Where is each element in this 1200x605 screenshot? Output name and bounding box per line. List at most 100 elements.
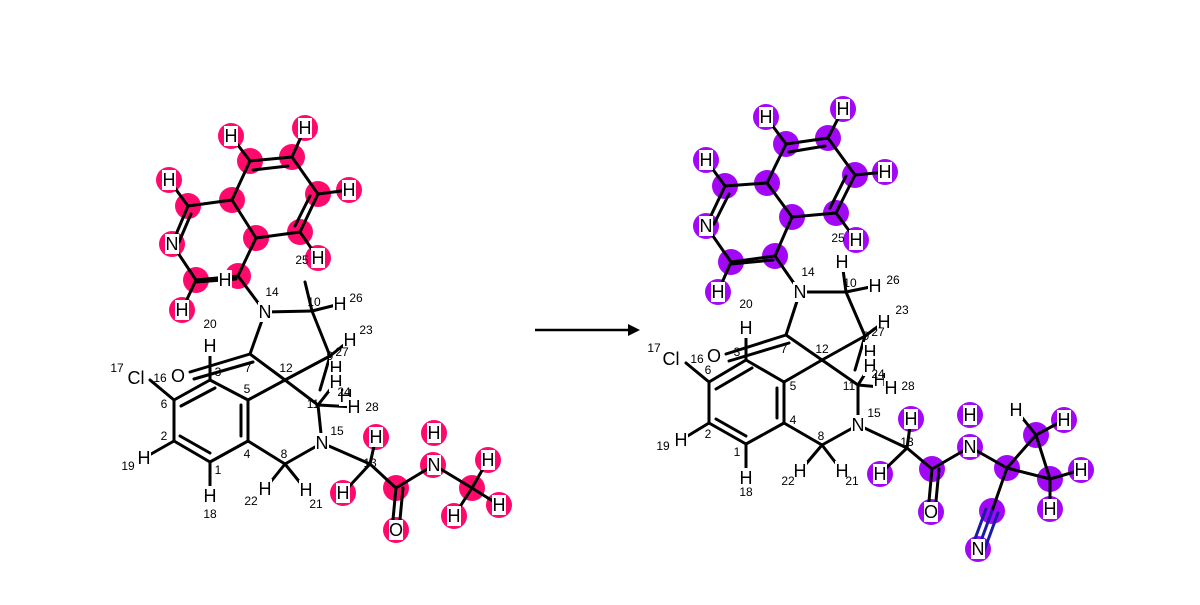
reactant-atom-label: H [138,448,151,468]
reactant-atom-number: 8 [281,447,288,461]
product-atom-index: 20 [739,297,753,311]
product-bond [724,333,788,356]
reactant-bond [179,386,217,408]
reactant-label-bg [427,455,441,475]
product-atom-label: N [852,415,865,435]
reactant-atom-index: 27 [335,345,349,359]
product-atom-label: H [1075,460,1088,480]
product-label-bg [868,276,882,296]
product-bond [905,446,934,471]
product-atom-index: 26 [886,273,900,287]
reactant-atom-label: H [343,180,356,200]
product-atom-number: 8 [818,429,825,443]
reactant-label-bg [162,170,176,190]
reactant-atom-number: 9 [327,349,334,363]
reactant-label-bg [447,506,461,526]
reactant-bond [254,230,302,240]
product-atom-index: 28 [901,379,915,393]
product-label-bg [699,216,713,236]
reactant-bond [188,352,252,374]
product-atom-label: N [794,282,807,302]
reactant-label-bg [203,486,217,506]
product-label-bg [739,318,753,338]
product-label-bg [877,312,891,332]
product-atom-number: 1 [734,445,741,459]
product-bond [853,334,867,372]
reactant-atom-number: 11 [307,397,320,411]
reactant-atom-label: O [389,520,403,540]
reactant-label-bg [126,368,146,388]
reactant-label-bg [389,520,403,540]
reactant-label-bg [203,336,217,356]
product-bond [782,358,824,384]
reactant-atom-index: 16 [153,371,167,385]
reactant-atom-label: H [428,423,441,443]
product-bond [744,421,786,446]
reactant-label-bg [427,423,441,443]
product-atom-index: 27 [871,325,885,339]
bond-layer [142,107,1083,553]
reactant-bond [320,441,372,466]
product-atom-label: H [879,162,892,182]
product-atom-label: H [836,252,849,272]
product-label-bg [884,378,898,398]
product-atom-index: 24 [871,367,885,381]
product-label-bg [835,252,849,272]
product-bond [990,466,1009,513]
reactant-bond [248,155,294,163]
product-atom-index: 21 [845,474,859,488]
product-atom-number: 4 [790,413,797,427]
reactant-label-bg [315,433,329,453]
product-label-bg [739,468,753,488]
reactant-bond [177,212,193,244]
reactant-atom-label: H [312,248,325,268]
product-atom-index: 22 [781,474,795,488]
product-atom-number: 6 [705,363,712,377]
product-atom-number: 13 [900,435,914,449]
reactant-bond [230,159,252,202]
reactant-label-bg [299,480,313,500]
reactant-atom-label: H [219,270,232,290]
product-bond [826,136,857,177]
product-atom-number: 17 [647,341,661,355]
product-bond [714,366,754,391]
reactant-atom-label: H [204,336,217,356]
reactant-atom-label: Cl [128,368,145,388]
product-atom-label: H [874,464,887,484]
reactant-label-bg [311,248,325,268]
product-atom-label: H [740,468,753,488]
product-bond [982,511,1000,553]
reactant-label-bg [258,479,272,499]
product-bond [727,341,791,363]
product-label-bg [851,415,865,435]
product-atom-number: 11 [843,379,856,393]
product-atom-index: 18 [739,485,753,499]
reactant-bond [263,309,314,314]
product-atom-label: H [878,312,891,332]
reactant-atom-number: 2 [161,429,168,443]
product-label-bg [1074,460,1088,480]
product-atom-label: H [964,405,977,425]
product-bond [723,181,769,188]
reactant-atom-number: 7 [245,361,252,375]
product-bond [773,215,794,258]
reactant-bond [246,378,287,402]
product-bond [765,142,788,185]
product-atom-number: 2 [705,427,712,441]
product-bond [790,211,838,219]
product-label-bg [963,405,977,425]
product-atom-index: 25 [831,231,845,245]
product-label-bg [1009,400,1023,420]
product-label-bg [711,282,725,302]
product-label-bg [836,99,850,119]
product-atom-label: H [712,282,725,302]
product-label-bg [759,107,773,127]
reactant-atom-label: H [204,486,217,506]
reactant-atom-number: 17 [110,361,124,375]
product-label-bg [873,370,887,390]
product-atom-number: 5 [790,379,797,393]
product-atom-label: N [972,539,985,559]
